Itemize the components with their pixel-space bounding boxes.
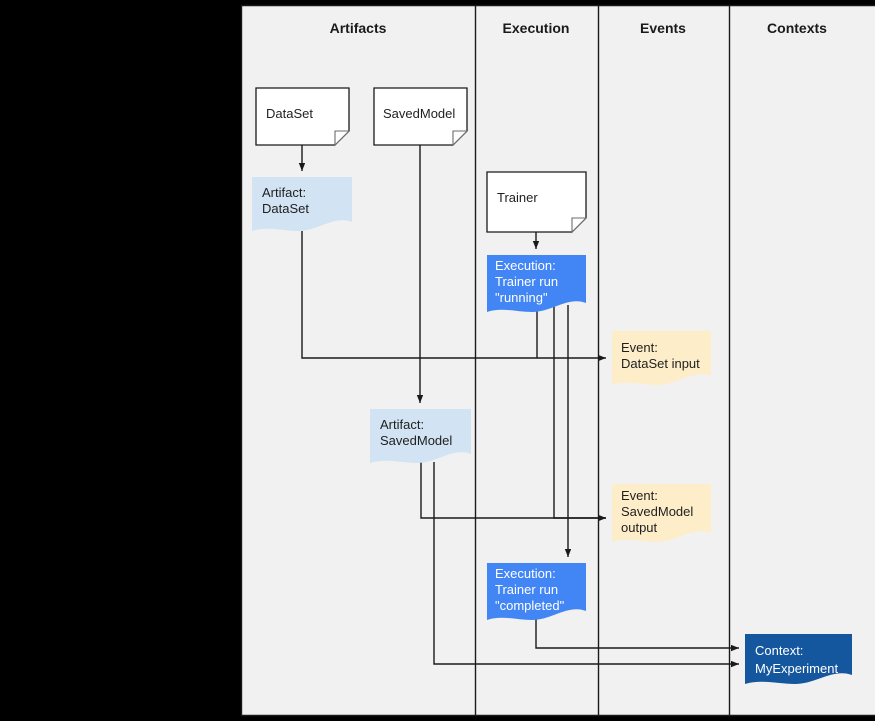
node-artifact-savedmodel[interactable]: Artifact: SavedModel	[370, 409, 471, 463]
lane-header-artifacts: Artifacts	[330, 20, 387, 36]
dataset-doc-label: DataSet	[266, 106, 313, 121]
event-dataset-input-label-line2: DataSet input	[621, 356, 700, 371]
node-context-myexperiment[interactable]: Context: MyExperiment	[745, 634, 852, 684]
execution-running-label-line2: Trainer run	[495, 274, 558, 289]
execution-running-label-line3: "running"	[495, 290, 548, 305]
node-dataset-doc[interactable]: DataSet	[255, 87, 351, 147]
event-savedmodel-output-label-line1: Event:	[621, 488, 658, 503]
node-savedmodel-doc[interactable]: SavedModel	[373, 87, 469, 147]
node-execution-completed[interactable]: Execution: Trainer run "completed"	[487, 563, 586, 620]
artifact-savedmodel-shape	[370, 409, 471, 463]
artifact-dataset-label-line1: Artifact:	[262, 185, 306, 200]
context-myexperiment-label-line2: MyExperiment	[755, 661, 838, 676]
connector-artifact-dataset-to-event	[301, 231, 606, 362]
execution-running-label-line1: Execution:	[495, 258, 556, 273]
event-dataset-input-shape	[612, 331, 711, 385]
trainer-doc-fold-icon	[571, 217, 588, 234]
lane-header-execution: Execution	[503, 20, 570, 36]
lane-header-contexts: Contexts	[767, 20, 827, 36]
connector-artifact-savedmodel-to-event	[420, 462, 606, 522]
execution-completed-label-line3: "completed"	[495, 598, 565, 613]
lane-headers: Artifacts Execution Events Contexts	[330, 20, 828, 36]
artifact-dataset-shape	[252, 177, 352, 231]
node-execution-running[interactable]: Execution: Trainer run "running"	[487, 255, 586, 312]
artifact-savedmodel-label-line1: Artifact:	[380, 417, 424, 432]
event-savedmodel-output-label-line3: output	[621, 520, 658, 535]
dataset-doc-fold-icon	[334, 130, 351, 147]
artifact-savedmodel-label-line2: SavedModel	[380, 433, 452, 448]
savedmodel-doc-fold-icon	[452, 130, 469, 147]
execution-completed-label-line1: Execution:	[495, 566, 556, 581]
connector-execution-completed-to-context	[535, 613, 739, 652]
execution-running-shape	[487, 255, 586, 312]
event-dataset-input-label-line1: Event:	[621, 340, 658, 355]
context-myexperiment-shape	[745, 634, 852, 684]
trainer-doc-label: Trainer	[497, 190, 538, 205]
node-event-savedmodel-output[interactable]: Event: SavedModel output	[612, 484, 711, 542]
connector-artifact-savedmodel-to-context	[433, 462, 739, 668]
event-savedmodel-output-label-line2: SavedModel	[621, 504, 693, 519]
lane-bg-contexts	[729, 5, 875, 716]
artifact-dataset-label-line2: DataSet	[262, 201, 309, 216]
execution-completed-label-line2: Trainer run	[495, 582, 558, 597]
node-artifact-dataset[interactable]: Artifact: DataSet	[252, 177, 352, 231]
node-trainer-doc[interactable]: Trainer	[486, 171, 588, 234]
node-event-dataset-input[interactable]: Event: DataSet input	[612, 331, 711, 385]
event-savedmodel-output-shape	[612, 484, 711, 542]
savedmodel-doc-label: SavedModel	[383, 106, 455, 121]
context-myexperiment-label-line1: Context:	[755, 643, 803, 658]
lane-header-events: Events	[640, 20, 686, 36]
connectors	[298, 145, 739, 668]
execution-completed-shape	[487, 563, 586, 620]
